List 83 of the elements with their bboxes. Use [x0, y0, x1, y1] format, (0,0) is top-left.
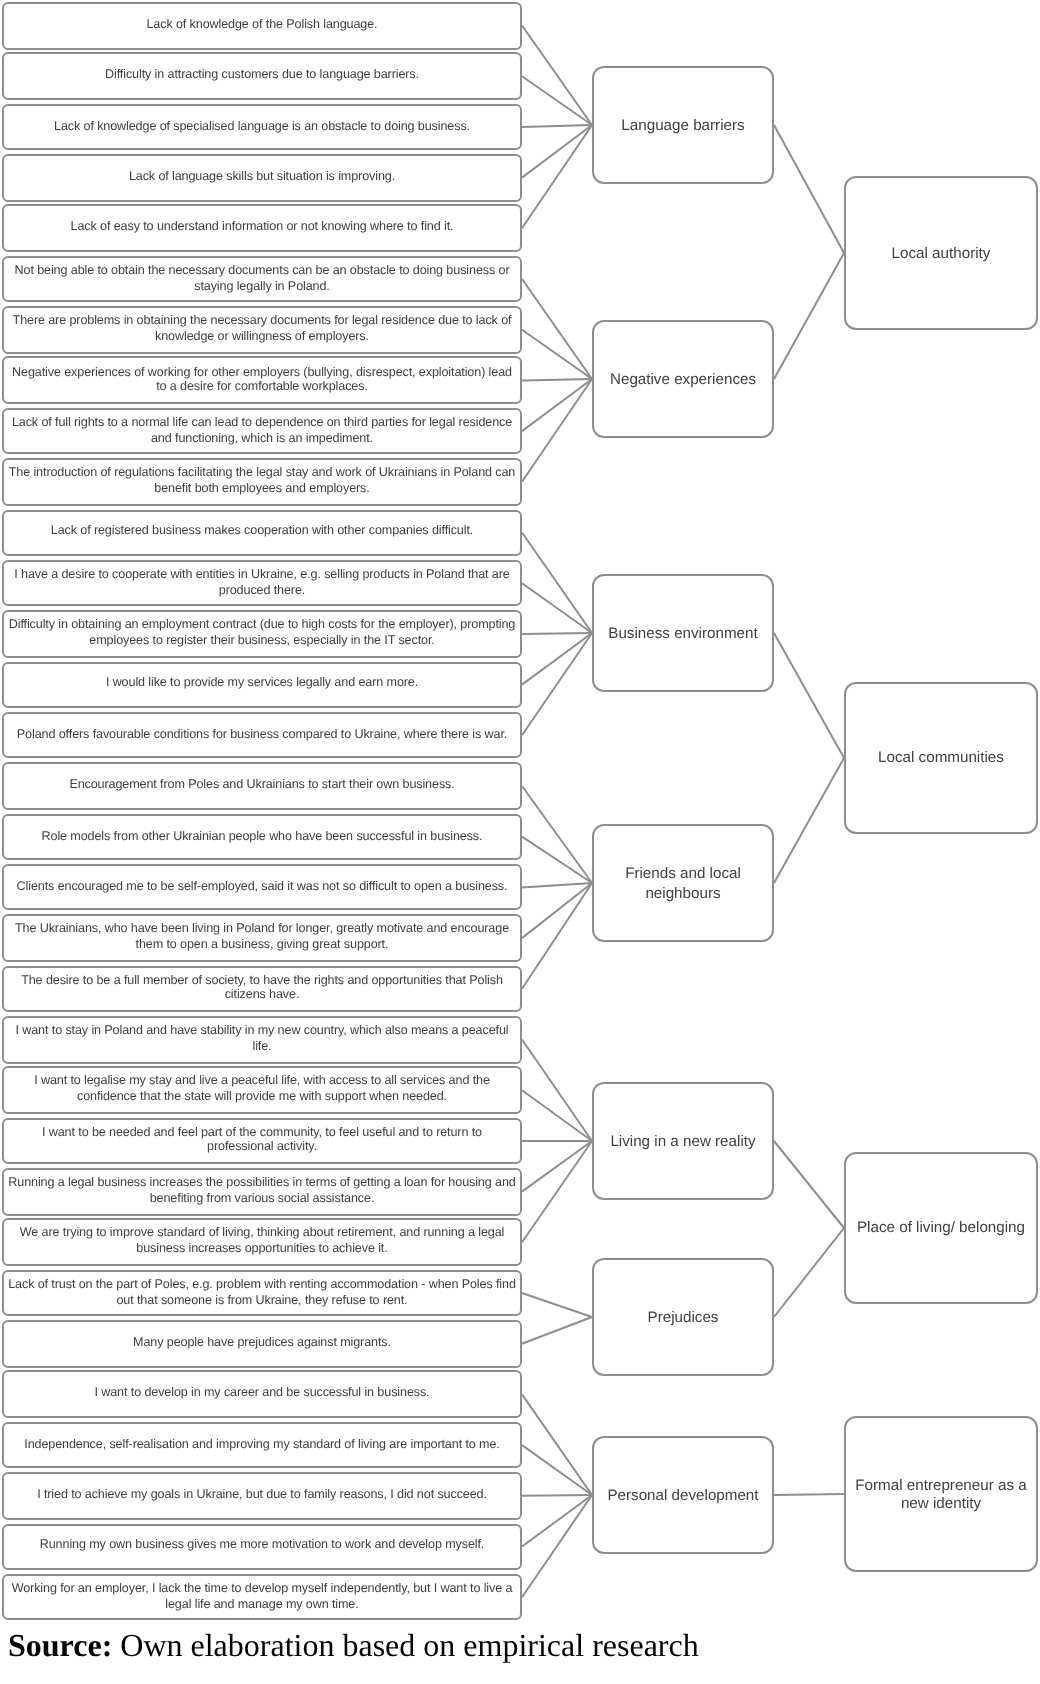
theme-box [592, 1082, 774, 1200]
connector-line [521, 124, 593, 230]
statement-box [2, 204, 522, 252]
statement-box [2, 103, 522, 151]
category-box [844, 1416, 1038, 1572]
connector-line [521, 785, 593, 884]
statement-box [2, 813, 522, 861]
statement-box [2, 1472, 522, 1520]
connector-line [521, 835, 593, 884]
connector-line [521, 882, 593, 940]
connector-line [521, 1494, 593, 1548]
connector-line [521, 531, 593, 634]
connector-line [521, 1494, 593, 1497]
statement-box [2, 1421, 522, 1469]
connector-line [521, 1292, 593, 1318]
theme-box [592, 320, 774, 438]
statement-box [2, 458, 522, 506]
connector-line [521, 24, 593, 126]
statement-box [2, 1320, 522, 1368]
statement-box [2, 1523, 522, 1570]
statement-box [2, 2, 522, 49]
theme-box [592, 66, 774, 184]
connector-line [521, 632, 593, 737]
connector-line [521, 124, 593, 179]
connector-line [773, 124, 845, 254]
connector-line [521, 632, 593, 635]
statement-box [2, 610, 522, 658]
connector-line [521, 882, 593, 889]
statement-box [2, 407, 522, 455]
connector-line [521, 1444, 593, 1496]
source-caption: Source: Own elaboration based on empirical research [8, 1630, 699, 1666]
statement-box [2, 1117, 522, 1165]
theme-box [592, 1258, 774, 1376]
statement-box [2, 965, 522, 1013]
connector-line [521, 632, 593, 686]
category-box [844, 176, 1038, 330]
connector-line [773, 252, 845, 380]
statement-box [2, 711, 522, 759]
connector-line [773, 1493, 845, 1496]
statement-box [2, 154, 522, 202]
connector-line [521, 75, 593, 126]
connector-line [773, 757, 845, 884]
connector-line [521, 278, 593, 380]
connector-line [521, 378, 593, 433]
connector-line [521, 1140, 593, 1244]
statement-box [2, 762, 522, 810]
connector-line [773, 1140, 845, 1229]
statement-box [2, 661, 522, 709]
statement-box [2, 1573, 522, 1621]
statement-box [2, 356, 522, 404]
theme-box [592, 574, 774, 692]
category-box [844, 1152, 1038, 1304]
statement-box [2, 1269, 522, 1317]
statement-box [2, 255, 522, 303]
connector-line [521, 882, 593, 990]
statement-box [2, 306, 522, 354]
statement-box [2, 1066, 522, 1114]
connector-line [773, 632, 845, 759]
connector-line [521, 1316, 593, 1345]
connector-line [521, 124, 593, 128]
connector-line [521, 378, 593, 382]
theme-box [592, 1436, 774, 1554]
statement-box [2, 1168, 522, 1216]
statement-box [2, 863, 522, 911]
connector-line [521, 1089, 593, 1142]
connector-line [521, 1393, 593, 1496]
statement-box [2, 1218, 522, 1266]
connector-line [521, 582, 593, 634]
connector-line [773, 1227, 845, 1318]
statement-box [2, 559, 522, 607]
statement-box [2, 509, 522, 556]
statement-box [2, 1370, 522, 1418]
connector-line [521, 1139, 593, 1142]
connector-line [521, 1494, 593, 1599]
statement-box [2, 1016, 522, 1063]
connector-line [521, 378, 593, 483]
statement-box [2, 52, 522, 100]
connector-line [521, 1140, 593, 1193]
connector-line [521, 328, 593, 380]
theme-box [592, 824, 774, 942]
statement-box [2, 914, 522, 962]
category-box [844, 682, 1038, 834]
connector-line [521, 1038, 593, 1142]
